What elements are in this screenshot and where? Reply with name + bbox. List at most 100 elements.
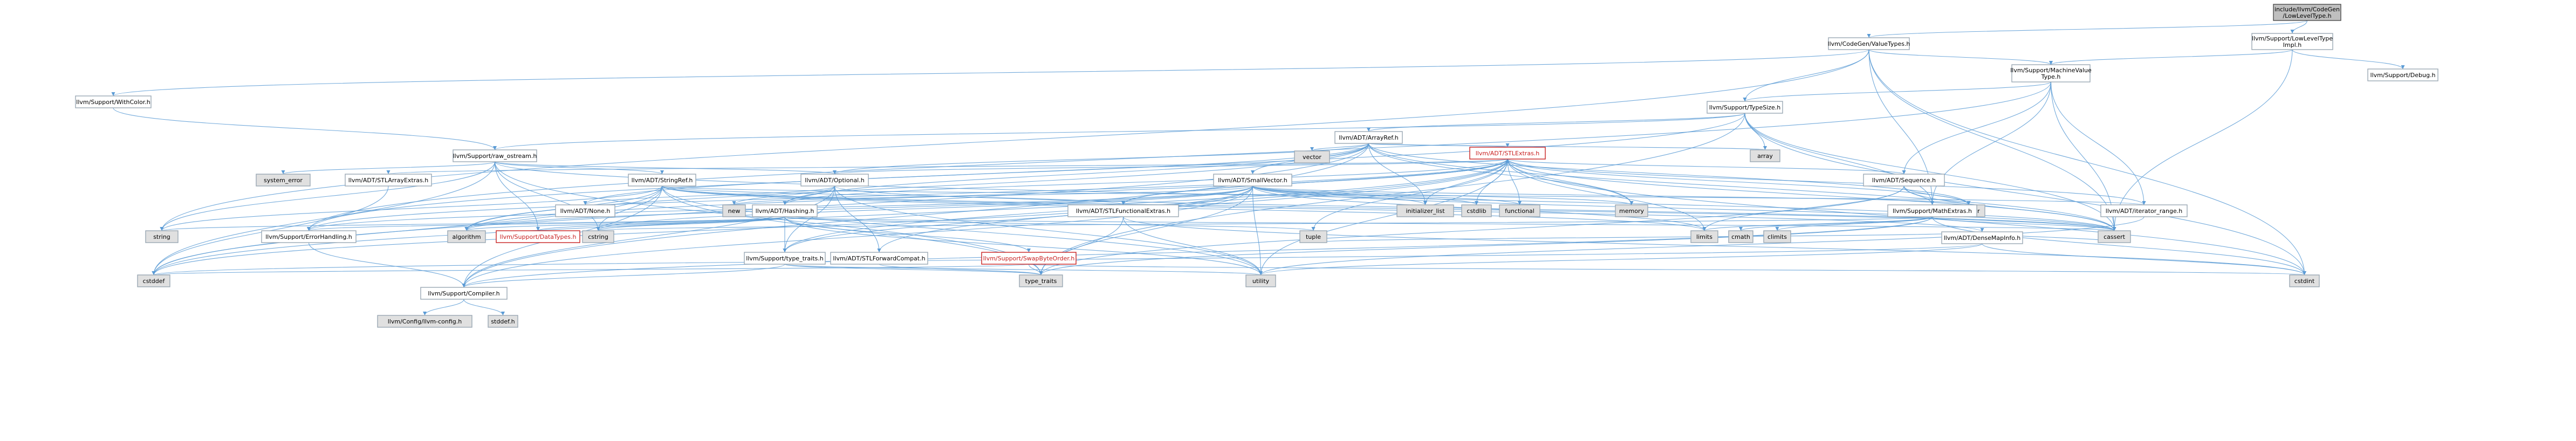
edge-mathextras-to-cstdint: [1931, 216, 2305, 275]
edge-mvt-to-iterrange: [2050, 81, 2145, 205]
node-label-vector-0: vector: [1303, 154, 1321, 161]
node-label-tuple-0: tuple: [1306, 233, 1321, 240]
edge-swapbyte-to-cstddef: [153, 264, 1030, 275]
node-stlfwd[interactable]: llvm/ADT/STLForwardCompat.h: [830, 252, 928, 265]
edge-stlextras-to-functional: [1507, 159, 1520, 205]
node-sequence[interactable]: llvm/ADT/Sequence.h: [1863, 174, 1945, 187]
edge-iterrange-to-utility: [1260, 216, 2145, 275]
node-label-arrayref-0: llvm/ADT/ArrayRef.h: [1339, 134, 1399, 141]
node-box-hashing: [752, 204, 818, 217]
node-limits: limits: [1690, 230, 1718, 243]
node-label-stlarray-0: llvm/ADT/STLArrayExtras.h: [348, 177, 428, 184]
node-smallvector[interactable]: llvm/ADT/SmallVector.h: [1213, 174, 1292, 187]
node-hashing[interactable]: llvm/ADT/Hashing.h: [752, 204, 818, 217]
node-label-initlist-0: initializer_list: [1406, 208, 1445, 215]
edge-hashing-to-algorithm: [466, 216, 785, 231]
edge-arrow-optional-to-hashing: [783, 201, 787, 205]
edge-arrow-compiler-to-llvmconfig: [423, 312, 427, 315]
node-label-none-0: llvm/ADT/None.h: [560, 208, 611, 215]
node-label-mvt-0: llvm/Support/MachineValue: [2010, 67, 2092, 74]
edge-arrow-stringref-to-iterrange: [2142, 201, 2146, 205]
node-box-smallvector: [1213, 174, 1292, 187]
edge-smallvector-to-compiler: [463, 185, 1253, 288]
edge-mvt-to-mathextras: [1931, 81, 2052, 205]
node-withcolor[interactable]: llvm/Support/WithColor.h: [75, 95, 152, 108]
edge-hashing-to-swapbyte: [784, 216, 1030, 253]
node-label-algorithm-0: algorithm: [452, 233, 481, 240]
node-box-syserror: [256, 174, 311, 187]
node-label-typetraitsh-0: llvm/Support/type_traits.h: [746, 255, 823, 262]
node-label-stddef-0: stddef.h: [491, 318, 515, 325]
node-box-algorithm: [447, 230, 486, 243]
edge-arrow-lltimpl-to-mvt: [2049, 61, 2053, 65]
node-climits: climits: [1763, 230, 1791, 243]
node-typetraits: type_traits: [1019, 274, 1063, 287]
edge-smallvector-to-utility: [1252, 185, 1262, 275]
edge-smallvector-to-typetraitsh: [784, 185, 1253, 253]
node-box-cgvt: [1828, 37, 1910, 50]
edge-stringref-to-stlfunc: [661, 185, 1124, 205]
node-box-functional: [1499, 204, 1540, 217]
edge-arrow-root-to-cgvt: [1867, 34, 1871, 38]
edge-rawostream-to-cassert: [494, 161, 2115, 231]
node-errorhandling[interactable]: llvm/Support/ErrorHandling.h: [261, 230, 357, 243]
edge-cgvt-to-mvt: [1868, 49, 2052, 65]
node-initlist: initializer_list: [1396, 204, 1454, 217]
edge-stlfunc-to-stlextras: [1122, 159, 1508, 205]
nodes-layer: include/llvm/CodeGen/LowLevelType.h llvm/…: [75, 4, 2438, 328]
node-box-compiler: [420, 287, 508, 300]
edge-lltimpl-to-cassert: [2114, 49, 2293, 231]
edge-mathextras-to-cmath: [1740, 216, 1933, 231]
node-label-cmath-0: cmath: [1731, 233, 1750, 240]
node-label-stlextras-0: llvm/ADT/STLExtras.h: [1476, 150, 1540, 157]
node-datatypes[interactable]: llvm/Support/DataTypes.h: [496, 230, 580, 243]
node-root[interactable]: include/llvm/CodeGen/LowLevelType.h: [2273, 4, 2341, 21]
node-debug[interactable]: llvm/Support/Debug.h: [2367, 68, 2438, 81]
node-cgvt[interactable]: llvm/CodeGen/ValueTypes.h: [1828, 37, 1910, 50]
node-label-utility-0: utility: [1252, 278, 1270, 285]
node-compiler[interactable]: llvm/Support/Compiler.h: [420, 287, 508, 300]
edge-errorhandling-to-compiler: [308, 242, 464, 288]
node-typetraitsh[interactable]: llvm/Support/type_traits.h: [744, 252, 826, 265]
node-stringref[interactable]: llvm/ADT/StringRef.h: [628, 174, 696, 187]
edge-stringref-to-iterrange: [661, 185, 2145, 205]
node-swapbyte[interactable]: llvm/Support/SwapByteOrder.h: [981, 252, 1077, 265]
node-box-arrayref: [1334, 131, 1403, 144]
node-rawostream[interactable]: llvm/Support/raw_ostream.h: [453, 149, 537, 162]
node-box-string: [145, 230, 179, 243]
edge-arrow-mathextras-to-cmath: [1739, 227, 1743, 231]
edge-hashing-to-string: [161, 216, 785, 231]
edge-arrayref-to-cassert: [1368, 143, 2115, 231]
edge-typesize-to-array: [1744, 113, 1766, 150]
node-box-densemapinfo: [1941, 231, 2023, 244]
edge-arrow-stlextras-to-optional: [833, 170, 837, 174]
edge-smallvector-to-cstddef: [153, 185, 1253, 275]
node-stlextras[interactable]: llvm/ADT/STLExtras.h: [1469, 147, 1546, 160]
node-arrayref[interactable]: llvm/ADT/ArrayRef.h: [1334, 131, 1403, 144]
edge-arrow-stlfunc-to-stlextras: [1505, 159, 1510, 163]
node-box-llvmconfig: [377, 315, 472, 328]
node-none[interactable]: llvm/ADT/None.h: [555, 204, 615, 217]
node-typesize[interactable]: llvm/Support/TypeSize.h: [1707, 101, 1783, 114]
node-box-stlarray: [345, 174, 432, 187]
node-mathextras[interactable]: llvm/Support/MathExtras.h: [1887, 204, 1977, 217]
node-stlfunc[interactable]: llvm/ADT/STLFunctionalExtras.h: [1067, 204, 1179, 217]
node-stlarray[interactable]: llvm/ADT/STLArrayExtras.h: [345, 174, 432, 187]
node-iterrange[interactable]: llvm/ADT/iterator_range.h: [2100, 204, 2188, 217]
node-label-hashing-0: llvm/ADT/Hashing.h: [756, 208, 814, 215]
edge-arrow-hashing-to-string: [160, 227, 164, 231]
node-label-llvmconfig-0: llvm/Config/llvm-config.h: [388, 318, 462, 325]
node-optional[interactable]: llvm/ADT/Optional.h: [800, 174, 869, 187]
edge-arrow-sequence-to-mathextras: [1930, 201, 1934, 205]
node-cstddef: cstddef: [137, 274, 170, 287]
node-box-vector: [1294, 150, 1330, 163]
node-densemapinfo[interactable]: llvm/ADT/DenseMapInfo.h: [1941, 231, 2023, 244]
edge-mathextras-to-cstring: [598, 216, 1933, 231]
edge-mathextras-to-cassert: [1931, 216, 2115, 231]
node-functional: functional: [1499, 204, 1540, 217]
edge-arrow-arrayref-to-array: [1763, 146, 1767, 150]
node-box-climits: [1763, 230, 1791, 243]
node-label-new-0: new: [728, 208, 741, 215]
